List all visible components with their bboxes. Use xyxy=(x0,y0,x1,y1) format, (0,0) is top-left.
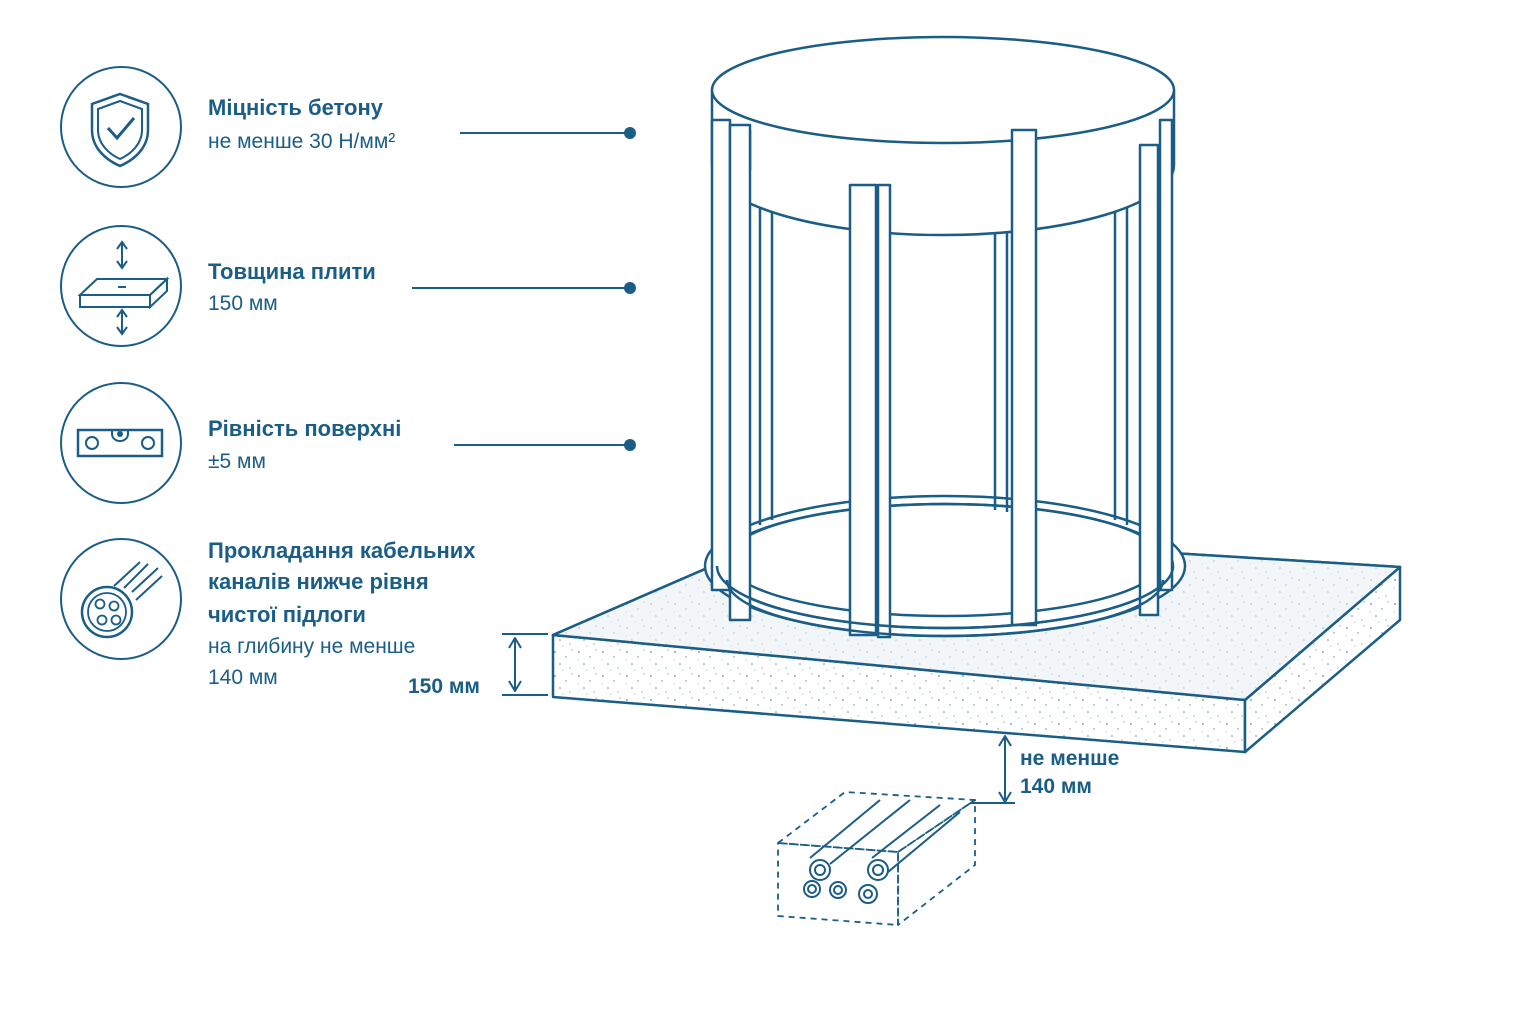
cable-conduit-icon xyxy=(60,538,182,660)
flatness-title: Рівність поверхні xyxy=(208,416,402,441)
cable-conduit-box xyxy=(777,791,976,926)
canopy xyxy=(710,35,1176,237)
cables-title-line1: Прокладання кабельних xyxy=(208,538,476,563)
flatness-value: ±5 мм xyxy=(208,450,266,473)
slab-thickness-dimension xyxy=(502,633,548,696)
front-posts xyxy=(710,118,1174,639)
strength-title: Міцність бетону xyxy=(208,95,383,120)
strength-leader xyxy=(460,132,630,134)
spirit-level-icon xyxy=(60,382,182,504)
thickness-title: Товщина плити xyxy=(208,259,376,284)
thickness-leader xyxy=(412,287,630,289)
thickness-leader-dot xyxy=(624,282,636,294)
cable-pipes xyxy=(803,799,961,904)
depth-label-line2: 140 мм xyxy=(1020,775,1092,798)
shield-check-icon xyxy=(60,66,182,188)
depth-label-line1: не менше xyxy=(1020,747,1120,770)
thickness-value: 150 мм xyxy=(208,292,278,315)
cables-value-line1: на глибину не менше xyxy=(208,635,416,658)
flatness-leader xyxy=(454,444,630,446)
strength-leader-dot xyxy=(624,127,636,139)
cables-value-line2: 140 мм xyxy=(208,666,278,689)
cables-title-line2: каналів нижче рівня xyxy=(208,569,429,594)
depth-dimension xyxy=(970,735,1015,804)
slab-thickness-label: 150 мм xyxy=(408,675,480,698)
slab-thickness-icon xyxy=(60,225,182,347)
strength-value: не менше 30 Н/мм² xyxy=(208,130,396,153)
flatness-leader-dot xyxy=(624,439,636,451)
cables-title-line3: чистої підлоги xyxy=(208,602,366,627)
